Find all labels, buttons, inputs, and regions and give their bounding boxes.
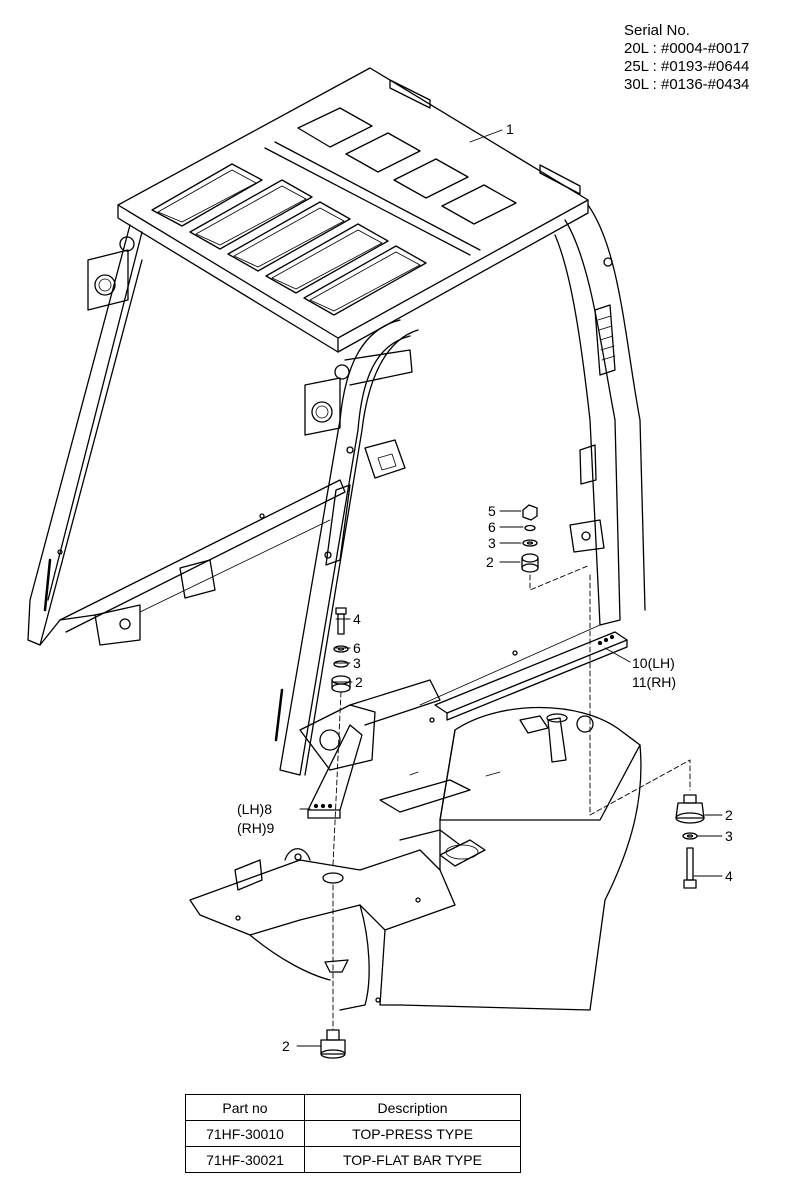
left-rear-pillar: [27, 224, 143, 646]
header-part-no: Part no: [185, 1094, 305, 1121]
callout-1: 1: [506, 121, 514, 137]
rear-cross-member: [59, 479, 346, 646]
serial-heading: Serial No.: [624, 22, 690, 39]
callout-labels: 1 5 6 3 2 4 6 3 2 10(LH) 11(RH) (LH)8 (R…: [237, 121, 733, 1054]
side-bracket-8-9: [299, 679, 441, 819]
bottom-mount: [320, 884, 346, 1059]
callout-4-left: 4: [353, 611, 361, 627]
callout-2-left: 2: [355, 674, 363, 690]
callout-3-upper: 3: [488, 535, 496, 551]
serial-range-30l: 30L : #0136-#0434: [624, 76, 750, 93]
part-no-cell: 71HF-30021: [185, 1146, 305, 1173]
callout-5: 5: [488, 503, 496, 519]
callout-10-lh: 10(LH): [632, 655, 675, 671]
truck-frame-floor: [189, 829, 461, 1011]
callout-6-upper: 6: [488, 519, 496, 535]
side-bracket-10-11: [419, 624, 628, 721]
callout-3-right: 3: [725, 828, 733, 844]
table-row: 71HF-30021 TOP-FLAT BAR TYPE: [185, 1146, 521, 1173]
serial-number-block: Serial No. 20L : #0004-#0017 25L : #0193…: [624, 22, 749, 94]
description-cell: TOP-FLAT BAR TYPE: [304, 1146, 521, 1173]
callout-8-lh: (LH)8: [237, 801, 272, 817]
description-cell: TOP-PRESS TYPE: [304, 1120, 521, 1147]
callout-9-rh: (RH)9: [237, 820, 275, 836]
callout-2-bottom: 2: [282, 1038, 290, 1054]
left-front-pillar: [274, 319, 419, 776]
left-fastener-stack: [331, 607, 351, 866]
callout-6-left: 6: [353, 640, 361, 656]
right-pillar: [554, 204, 646, 626]
callout-4-right: 4: [725, 868, 733, 884]
callout-11-rh: 11(RH): [632, 674, 676, 690]
callout-2-right: 2: [725, 807, 733, 823]
header-description: Description: [304, 1094, 521, 1121]
serial-range-20l: 20L : #0004-#0017: [624, 40, 750, 57]
upper-right-fastener-stack: [521, 504, 591, 591]
roof-panel: [117, 67, 589, 353]
right-mount-stack: [589, 574, 705, 889]
parts-table: Part no Description 71HF-30010 TOP-PRESS…: [185, 1094, 521, 1173]
callout-3-left: 3: [353, 655, 361, 671]
table-header-row: Part no Description: [185, 1094, 521, 1121]
leader-lines: [296, 129, 723, 1047]
truck-body-hood: [379, 706, 642, 1011]
table-row: 71HF-30010 TOP-PRESS TYPE: [185, 1120, 521, 1147]
callout-2-upper: 2: [486, 554, 494, 570]
part-no-cell: 71HF-30010: [185, 1120, 305, 1147]
serial-range-25l: 25L : #0193-#0644: [624, 58, 750, 75]
